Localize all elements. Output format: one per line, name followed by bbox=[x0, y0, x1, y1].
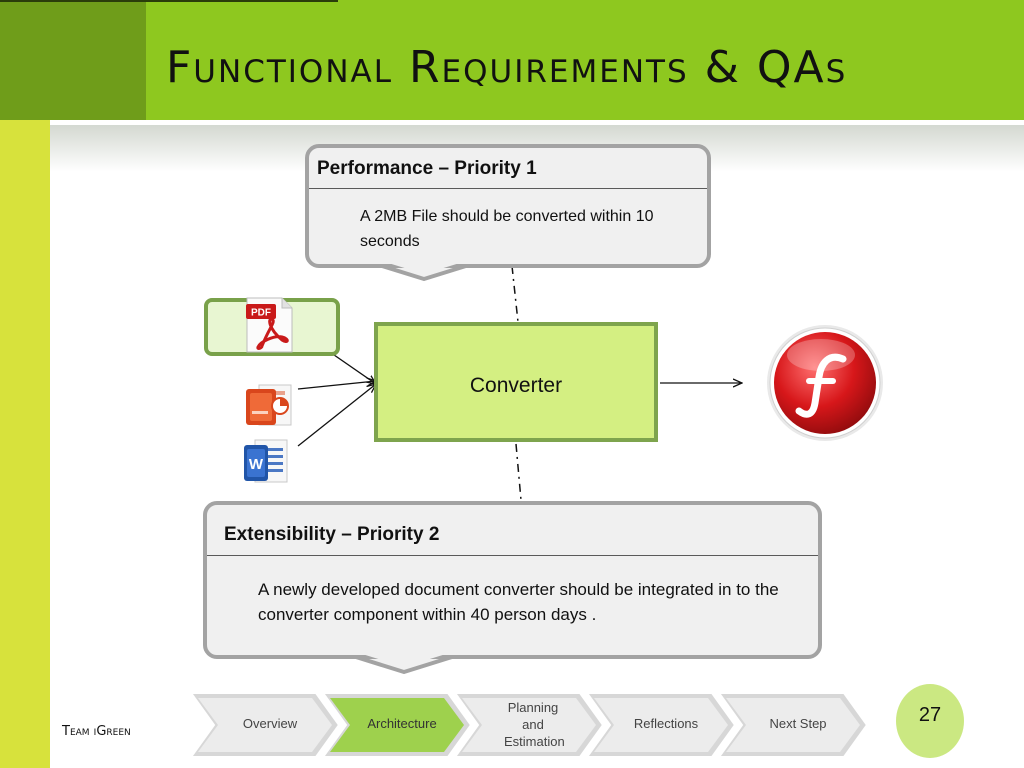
extensibility-heading: Extensibility – Priority 2 bbox=[224, 524, 440, 545]
team-name: Team iGreen bbox=[62, 724, 131, 739]
pdf-badge-text: PDF bbox=[251, 308, 271, 319]
performance-callout: Performance – Priority 1 A 2MB File shou… bbox=[305, 144, 711, 268]
nav-step-next[interactable]: Next Step bbox=[718, 692, 868, 758]
header-separator bbox=[50, 120, 1024, 125]
ppt-arrow bbox=[297, 381, 376, 390]
extensibility-callout: Extensibility – Priority 2 A newly devel… bbox=[203, 501, 822, 659]
word-arrow bbox=[297, 384, 376, 447]
extensibility-rule bbox=[207, 555, 818, 556]
extensibility-text: A newly developed document converter sho… bbox=[258, 580, 779, 624]
header-dark-block bbox=[0, 0, 146, 120]
nav-label-architecture: Architecture bbox=[367, 716, 437, 731]
left-accent-bar bbox=[0, 0, 50, 768]
page-number: 27 bbox=[918, 704, 942, 726]
slide-title: Functional Requirements & QAs bbox=[166, 42, 848, 93]
nav-label-planning: Planning and Estimation bbox=[504, 700, 565, 749]
powerpoint-icon bbox=[246, 384, 292, 426]
nav-step-reflections[interactable]: Reflections bbox=[586, 692, 736, 758]
nav-label-next-step: Next Step bbox=[769, 716, 827, 731]
nav-step-overview[interactable]: Overview bbox=[190, 692, 340, 758]
page-number-badge: 27 bbox=[896, 684, 964, 758]
flash-icon bbox=[767, 325, 883, 441]
performance-rule bbox=[309, 188, 707, 189]
extensibility-dash-line bbox=[515, 443, 522, 501]
header-top-line bbox=[0, 0, 338, 2]
converter-box: Converter bbox=[374, 322, 658, 442]
performance-heading: Performance – Priority 1 bbox=[317, 158, 537, 179]
nav-label-reflections: Reflections bbox=[633, 716, 699, 731]
performance-dash-line bbox=[511, 265, 519, 323]
word-icon: W bbox=[244, 439, 288, 483]
pdf-icon: PDF bbox=[246, 297, 293, 353]
nav-step-planning[interactable]: Planning and Estimation bbox=[454, 692, 604, 758]
nav-label-overview: Overview bbox=[242, 716, 298, 731]
nav-step-architecture[interactable]: Architecture bbox=[322, 692, 472, 758]
header-banner bbox=[146, 0, 1024, 120]
performance-text: A 2MB File should be converted within 10… bbox=[360, 208, 654, 250]
svg-text:W: W bbox=[249, 456, 264, 473]
converter-label: Converter bbox=[469, 374, 563, 397]
